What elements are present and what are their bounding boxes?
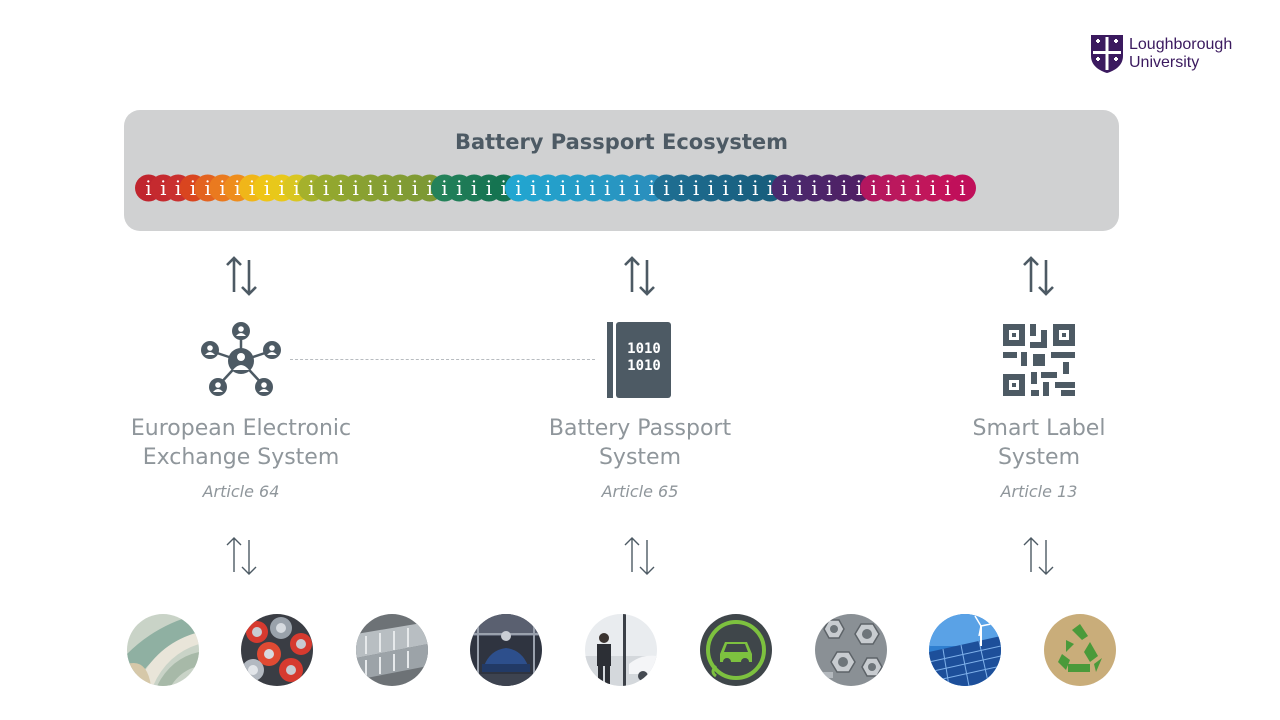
info-letter: i [589, 176, 595, 200]
info-letter: i [249, 176, 255, 200]
info-letter: i [190, 176, 196, 200]
info-letter: i [811, 176, 817, 200]
info-letter: i [486, 176, 492, 200]
info-letter: i [885, 176, 891, 200]
info-letter: i [338, 176, 344, 200]
system-name-line: European Electronic [130, 416, 352, 441]
info-letter: i [944, 176, 950, 200]
info-letter: i [767, 176, 773, 200]
info-letter: i [693, 176, 699, 200]
bidirectional-arrow-icon [226, 256, 257, 296]
binary-book-icon: 1010 1010 [607, 322, 671, 398]
bidirectional-arrow-icon [624, 256, 655, 296]
info-letter: i [293, 176, 299, 200]
info-letter: i [708, 176, 714, 200]
nuts-bolts-photo [815, 614, 887, 686]
svg-text:1010: 1010 [627, 341, 661, 357]
info-letter: i [560, 176, 566, 200]
info-letter: i [500, 176, 506, 200]
info-letter: i [959, 176, 965, 200]
info-letter: i [530, 176, 536, 200]
logo-line-1: Loughborough [1129, 36, 1233, 53]
ecosystem-title: Battery Passport Ecosystem [454, 130, 789, 154]
info-letter: i [915, 176, 921, 200]
info-letter: i [930, 176, 936, 200]
system-article-label: Article 64 [202, 482, 280, 501]
bidirectional-arrow-icon [226, 537, 257, 575]
university-crest-icon [1091, 35, 1123, 73]
info-letter: i [456, 176, 462, 200]
info-letter: i [278, 176, 284, 200]
info-letter: i [264, 176, 270, 200]
info-letter: i [367, 176, 373, 200]
info-letter: i [352, 176, 358, 200]
info-letter: i [604, 176, 610, 200]
info-letter: i [545, 176, 551, 200]
system-name-line: System [598, 445, 682, 470]
info-letter: i [856, 176, 862, 200]
info-letter: i [870, 176, 876, 200]
system-name-smart-label: Smart Label System [889, 414, 1189, 472]
info-letter: i [826, 176, 832, 200]
dashed-connector [290, 359, 595, 360]
solar-wind-photo [929, 614, 1001, 686]
info-letter: i [145, 176, 151, 200]
info-letter: i [160, 176, 166, 200]
batteries-photo [241, 614, 313, 686]
system-name-line: System [997, 445, 1081, 470]
info-letter: i [412, 176, 418, 200]
info-letter: i [663, 176, 669, 200]
qr-code-icon [1003, 324, 1075, 396]
info-letter: i [234, 176, 240, 200]
info-letter: i [323, 176, 329, 200]
info-letter: i [752, 176, 758, 200]
ev-charging-icon-photo [700, 614, 772, 686]
info-letter: i [722, 176, 728, 200]
info-letter: i [426, 176, 432, 200]
battery-cells-photo [356, 614, 428, 686]
info-letter: i [648, 176, 654, 200]
info-letter: i [782, 176, 788, 200]
info-bead [949, 174, 976, 202]
info-letter: i [175, 176, 181, 200]
info-letter: i [382, 176, 388, 200]
university-name: Loughborough University [1129, 36, 1232, 72]
system-name-battery-passport: Battery Passport System [490, 414, 790, 472]
ev-charging-person-photo [585, 614, 657, 686]
info-letter: i [574, 176, 580, 200]
info-letter: i [397, 176, 403, 200]
info-letter: i [841, 176, 847, 200]
mining-photo [127, 614, 199, 686]
info-letter: i [737, 176, 743, 200]
recycling-photo [1044, 614, 1116, 686]
system-name-line: Smart Label [972, 416, 1106, 441]
system-name-line: Exchange System [142, 445, 340, 470]
info-letter: i [308, 176, 314, 200]
info-letter: i [900, 176, 906, 200]
network-people-icon [201, 322, 281, 396]
bidirectional-arrow-icon [1023, 256, 1054, 296]
bidirectional-arrow-icon [624, 537, 655, 575]
info-letter: i [471, 176, 477, 200]
system-name-european-electronic-exchange: European Electronic Exchange System [91, 414, 391, 472]
system-name-line: Battery Passport [548, 416, 732, 441]
info-letter: i [515, 176, 521, 200]
info-letter: i [678, 176, 684, 200]
system-article-label: Article 13 [1000, 482, 1078, 501]
info-letter: i [441, 176, 447, 200]
university-logo: Loughborough University [1090, 34, 1232, 74]
info-letter: i [796, 176, 802, 200]
bidirectional-arrow-icon [1023, 537, 1054, 575]
info-letter: i [634, 176, 640, 200]
system-article-label: Article 65 [601, 482, 679, 501]
info-letter: i [219, 176, 225, 200]
info-letter: i [619, 176, 625, 200]
svg-text:1010: 1010 [627, 358, 661, 374]
car-factory-photo [470, 614, 542, 686]
logo-line-2: University [1129, 54, 1200, 71]
info-letter: i [204, 176, 210, 200]
